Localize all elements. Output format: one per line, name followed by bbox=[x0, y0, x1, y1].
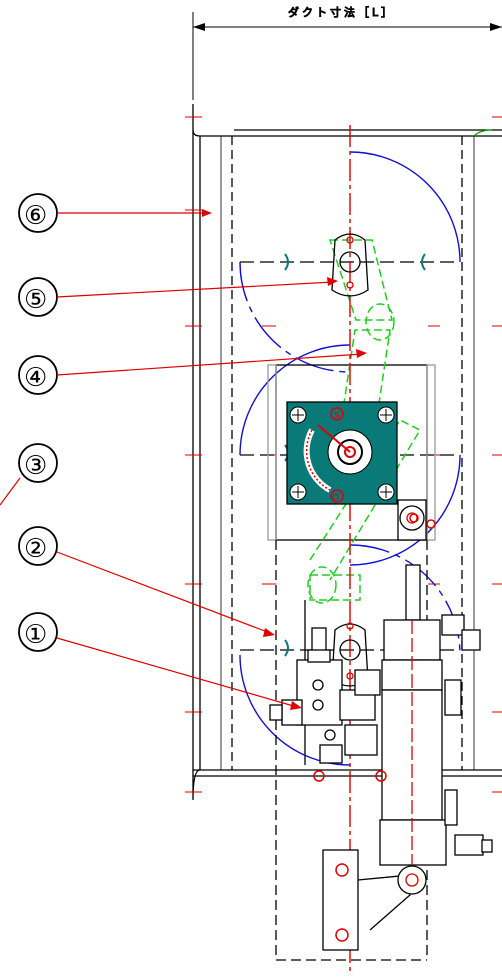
callout-1-label: ① bbox=[24, 620, 47, 650]
indicator-letter-o: O bbox=[332, 493, 339, 503]
callout-5: ⑤ bbox=[18, 277, 338, 317]
linkage-arm bbox=[307, 239, 422, 604]
callout-3-label: ③ bbox=[24, 451, 47, 481]
mounting-bracket bbox=[322, 849, 427, 951]
duct-housing bbox=[192, 104, 502, 801]
indicator-letter-s: S bbox=[334, 411, 340, 421]
callout-6: ⑥ bbox=[18, 193, 212, 233]
solenoid-valve bbox=[269, 627, 381, 764]
callout-1: ① bbox=[18, 612, 302, 710]
callout-5-label: ⑤ bbox=[24, 285, 47, 315]
housing-bolts bbox=[313, 513, 436, 782]
duct-dimension-label: ダクト寸法［L］ bbox=[288, 5, 395, 19]
callout-4-label: ④ bbox=[24, 363, 47, 393]
callout-2: ② bbox=[18, 526, 275, 637]
duct-dimension: ダクト寸法［L］ bbox=[192, 5, 502, 100]
callout-4: ④ bbox=[18, 349, 367, 395]
air-cylinder bbox=[379, 499, 493, 870]
position-indicator: S O bbox=[286, 401, 398, 505]
callout-3: ③ bbox=[0, 443, 58, 506]
callout-2-label: ② bbox=[24, 534, 47, 564]
callout-6-label: ⑥ bbox=[24, 201, 47, 231]
upper-shaft-boss bbox=[331, 233, 369, 297]
